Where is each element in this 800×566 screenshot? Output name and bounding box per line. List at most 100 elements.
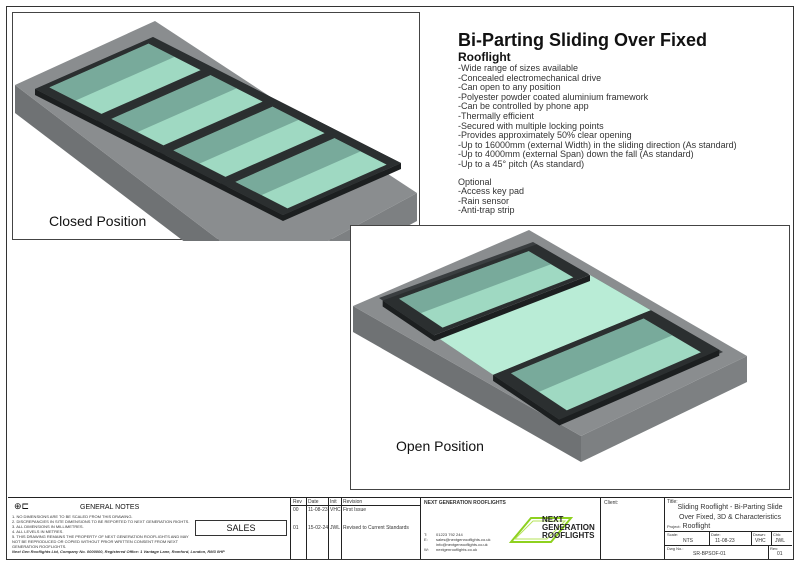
company-cell: NEXT GENERATION ROOFLIGHTS T: 01223 792 2… <box>421 498 601 559</box>
closed-position-view: Closed Position <box>12 12 420 241</box>
slab-side <box>581 356 747 462</box>
contact-value: 01223 792 244 <box>436 532 463 537</box>
date-value: 11-08-23 <box>715 538 735 544</box>
contact-type: W: <box>424 547 429 552</box>
revision-cell: 11-08-23 <box>308 507 328 513</box>
logo-line: GENERATION <box>542 523 595 532</box>
feature-item: -Provides approximately 50% clear openin… <box>458 130 632 141</box>
frame-edge <box>221 163 401 221</box>
feature-item: -Polyester powder coated aluminium frame… <box>458 91 649 102</box>
client-cell: Client: <box>601 498 665 559</box>
drawing-number: SR-BPSOF-01 <box>693 551 726 557</box>
contact-type: E: <box>424 537 428 542</box>
feature-item: -Concealed electromechanical drive <box>458 72 602 83</box>
contact-value: nextgenrooflights.co.uk <box>436 547 478 552</box>
feature-item: -Can open to any position <box>458 82 561 93</box>
general-notes-cell: ⊕⊏ GENERAL NOTES 1. NO DIMENSIONS ARE TO… <box>8 498 291 559</box>
client-label: Client: <box>604 500 619 506</box>
projection-symbol-icon: ⊕⊏ <box>14 501 30 511</box>
optional-heading: Optional <box>458 176 492 187</box>
contact-value: sales@nextgenrooflights.co.uk <box>436 537 491 542</box>
contact-row: E: sales@nextgenrooflights.co.uk <box>424 537 491 542</box>
drawn-value: VHC <box>755 538 766 544</box>
feature-item: -Secured with multiple locking points <box>458 120 604 131</box>
glass-reflection <box>49 43 175 101</box>
drawing-number-label: Dwg No.: <box>667 546 684 551</box>
drawn-label: Drawn: <box>753 532 766 537</box>
optional-item: -Access key pad <box>458 186 525 197</box>
rev-header: Revision <box>343 499 363 505</box>
glass-reflection <box>235 138 361 196</box>
spec-panel: Bi-Parting Sliding Over Fixed Rooflight … <box>458 30 788 216</box>
feature-item: -Up to 4000mm (external Span) down the f… <box>458 149 694 160</box>
note-item: 4. ALL LEVELS IN METRES. <box>12 529 64 534</box>
glass-reflection <box>173 106 299 164</box>
contact-row: info@nextgenrooflights.co.uk <box>424 542 491 547</box>
note-item: 1. NO DIMENSIONS ARE TO BE SCALED FROM T… <box>12 514 133 519</box>
open-position-view: Open Position <box>350 225 790 490</box>
slab-side <box>353 306 581 462</box>
note-item: 2. DISCREPANCIES IN SITE DIMENSIONS TO B… <box>12 519 190 524</box>
date-label: Date: <box>711 532 721 537</box>
feature-item: -Wide range of sizes available <box>458 63 579 73</box>
company-registration: Next Gen Rooflights Ltd, Company No. 000… <box>12 549 225 554</box>
rev-value: 01 <box>777 551 783 557</box>
title-label: Title: <box>667 499 678 505</box>
contact-type: T: <box>424 532 428 537</box>
open-position-label: Open Position <box>396 438 484 454</box>
drawing-info-cell: Title: Sliding Rooflight - Bi-Parting Sl… <box>665 498 792 559</box>
logo-line: ROOFLIGHTS <box>542 531 595 540</box>
note-item: 5. THIS DRAWING REMAINS THE PROPERTY OF … <box>12 534 189 549</box>
note-item: 3. ALL DIMENSIONS IN MILLIMETRES. <box>12 524 84 529</box>
glass-reflection <box>510 318 673 392</box>
drawing-title-line: Over Fixed, 3D & Characteristics <box>679 514 781 521</box>
notes-heading: GENERAL NOTES <box>80 504 140 511</box>
contact-row: T: 01223 792 244 <box>424 532 491 537</box>
scale-value: NTS <box>683 538 693 544</box>
glass-reflection <box>399 251 552 314</box>
drawing-title-line: Sliding Rooflight - Bi-Parting Slide <box>677 504 783 511</box>
contact-row: W: nextgenrooflights.co.uk <box>424 547 491 552</box>
revision-cell: 15-02-24 <box>308 525 329 531</box>
glass-reflection <box>111 75 237 133</box>
revision-cell: Revised to Current Standards <box>343 525 409 531</box>
revision-cell: JWL <box>330 525 340 531</box>
rev-header: Date <box>308 499 319 505</box>
logo-line: NEXT <box>542 515 564 524</box>
sales-stamp: SALES <box>195 520 287 536</box>
company-logo-icon <box>508 517 574 543</box>
project-value: Rooflight <box>682 523 711 530</box>
feature-item: -Up to a 45° pitch (As standard) <box>458 158 585 169</box>
feature-item: -Can be controlled by phone app <box>458 101 589 112</box>
feature-list: -Wide range of sizes available-Concealed… <box>458 63 788 170</box>
rev-header: Init <box>330 499 337 505</box>
spec-title: Bi-Parting Sliding Over Fixed <box>458 30 708 50</box>
open-rooflight-render <box>353 230 747 462</box>
revision-cell: VHC <box>330 507 341 513</box>
optional-list: -Access key pad-Rain sensor-Anti-trap st… <box>458 187 788 216</box>
open-aperture <box>434 275 651 375</box>
frame-edge <box>97 100 277 158</box>
title-block: ⊕⊏ GENERAL NOTES 1. NO DIMENSIONS ARE TO… <box>8 497 792 559</box>
rev-label: Rev: <box>770 546 779 551</box>
notes-list: 1. NO DIMENSIONS ARE TO BE SCALED FROM T… <box>12 514 192 549</box>
revision-cell: First Issue <box>343 507 367 513</box>
checked-value: JWL <box>775 538 785 544</box>
contact-value: info@nextgenrooflights.co.uk <box>436 542 488 547</box>
checked-label: Chk: <box>773 532 782 537</box>
closed-position-label: Closed Position <box>49 213 147 229</box>
frame-edge <box>159 131 339 190</box>
optional-item: -Rain sensor <box>458 195 510 206</box>
drawing-sheet-border <box>6 6 794 560</box>
scale-label: Scale: <box>667 532 679 537</box>
feature-item: -Up to 16000mm (external Width) in the s… <box>458 139 737 150</box>
feature-item: -Thermally efficient <box>458 110 534 121</box>
company-name: NEXT GENERATION ROOFLIGHTS <box>424 500 506 506</box>
revision-cell: 01 <box>293 525 299 531</box>
rev-header: Rev <box>293 499 302 505</box>
closed-rooflight-render <box>15 21 417 241</box>
optional-item: -Anti-trap strip <box>458 205 515 216</box>
frame-edge <box>35 68 215 127</box>
